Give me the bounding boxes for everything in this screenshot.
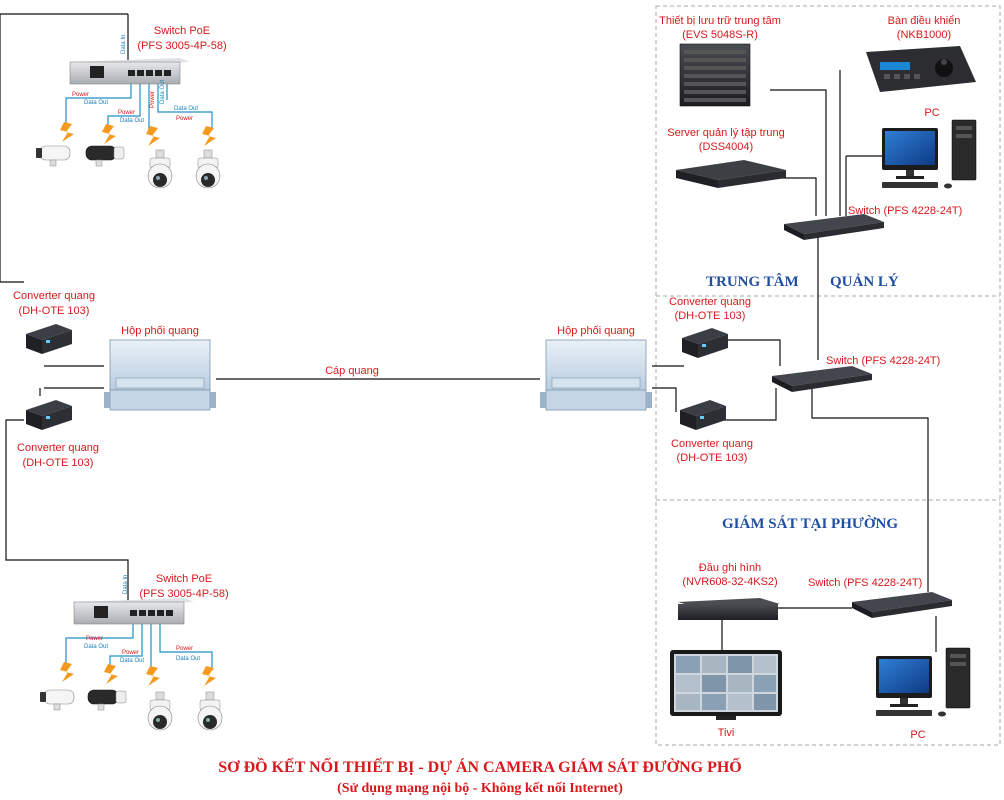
odf-left-label: Hộp phối quang xyxy=(121,325,199,337)
port-label-power: Power xyxy=(72,92,89,98)
nvr-model: (NVR608-32-4KS2) xyxy=(682,576,777,588)
connection-lines xyxy=(0,13,937,652)
keyboard-model: (NKB1000) xyxy=(897,29,951,41)
nvr-device xyxy=(678,598,780,620)
bullet-camera xyxy=(35,145,71,167)
port-label-data-out: Data Out xyxy=(174,106,198,112)
converter-left-top-label: Converter quang xyxy=(13,290,95,302)
port-label-data-out: Data Out xyxy=(176,656,200,662)
poe-top-cables xyxy=(65,84,213,130)
ptz-camera xyxy=(147,149,173,189)
section-center-left: TRUNG TÂM xyxy=(706,273,799,290)
poe-bottom-port-labels: Data In Power Data Out Power Data Out Po… xyxy=(84,575,200,664)
switch-mid xyxy=(772,366,872,392)
storage-model: (EVS 5048S-R) xyxy=(682,29,758,41)
switch-center xyxy=(784,214,884,240)
switch-poe-top-label: Switch PoE xyxy=(154,25,210,37)
section-center-right: QUẢN LÝ xyxy=(830,273,899,290)
server-device xyxy=(676,160,786,188)
storage-device xyxy=(679,43,751,107)
section-ward: GIÁM SÁT TẠI PHƯỜNG xyxy=(722,515,898,532)
port-label-data-out: Data Out xyxy=(120,658,144,664)
converter-right-top xyxy=(682,328,728,358)
port-label-power: Power xyxy=(118,110,135,116)
port-label-power: Power xyxy=(122,650,139,656)
fiber-label: Cáp quang xyxy=(325,365,379,377)
converter-left-bottom-label: Converter quang xyxy=(17,442,99,454)
port-label-data-out: Data Out xyxy=(160,80,166,104)
tv-monitor xyxy=(670,650,782,720)
poe-switch-top xyxy=(69,58,190,85)
poe-switch-bottom xyxy=(73,598,194,625)
switch-ward-label: Switch (PFS 4228-24T) xyxy=(808,577,922,589)
storage-label: Thiết bị lưu trữ trung tâm xyxy=(659,15,781,27)
odf-left xyxy=(103,339,217,411)
converter-right-top-label: Converter quang xyxy=(669,296,751,308)
poe-bottom-cables xyxy=(65,624,213,670)
region-borders xyxy=(655,5,1001,746)
ptz-camera xyxy=(195,149,221,189)
port-label-power: Power xyxy=(150,91,156,108)
keyboard-label: Bàn điều khiển xyxy=(888,15,961,27)
pc-top xyxy=(881,119,977,189)
switch-ward xyxy=(852,592,952,618)
port-label-power: Power xyxy=(86,636,103,642)
converter-right-bottom-label: Converter quang xyxy=(671,438,753,450)
port-label-data-out: Data Out xyxy=(84,100,108,106)
odf-right xyxy=(539,339,653,411)
poe-top-port-labels: Data In Power Data Out Power Data Out Da… xyxy=(72,35,198,124)
switch-center-label: Switch (PFS 4228-24T) xyxy=(848,205,962,217)
converter-right-top-model: (DH-OTE 103) xyxy=(675,310,746,322)
switch-mid-label: Switch (PFS 4228-24T) xyxy=(826,355,940,367)
switch-poe-top-model: (PFS 3005-4P-58) xyxy=(137,40,226,52)
port-label-data-in: Data In xyxy=(123,575,129,594)
diagram-subtitle: (Sử dụng mạng nội bộ - Không kết nối Int… xyxy=(337,781,623,796)
nvr-label: Đầu ghi hình xyxy=(699,562,761,574)
switch-poe-bottom-label: Switch PoE xyxy=(156,573,212,585)
bullet-camera xyxy=(39,689,75,711)
converter-right-bottom-model: (DH-OTE 103) xyxy=(677,452,748,464)
control-keyboard xyxy=(866,46,976,92)
converter-left-top-model: (DH-OTE 103) xyxy=(19,305,90,317)
ptz-camera xyxy=(147,691,173,731)
converter-left-bottom-model: (DH-OTE 103) xyxy=(23,457,94,469)
bullet-camera xyxy=(87,689,127,711)
pc-top-label: PC xyxy=(924,107,939,119)
pc-bottom xyxy=(875,647,971,717)
port-label-data-in: Data In xyxy=(121,35,127,54)
tivi-label: Tivi xyxy=(718,727,735,739)
server-label: Server quản lý tập trung xyxy=(667,127,784,139)
pc-bottom-label: PC xyxy=(910,729,925,741)
diagram-title: SƠ ĐỒ KẾT NỐI THIẾT BỊ - DỰ ÁN CAMERA GI… xyxy=(218,756,741,776)
ptz-camera xyxy=(197,691,223,731)
power-bolts-top xyxy=(60,122,216,146)
odf-right-label: Hộp phối quang xyxy=(557,325,635,337)
port-label-power: Power xyxy=(176,116,193,122)
switch-poe-bottom-model: (PFS 3005-4P-58) xyxy=(139,588,228,600)
power-bolts-bottom xyxy=(60,662,216,686)
port-label-power: Power xyxy=(176,646,193,652)
port-label-data-out: Data Out xyxy=(120,118,144,124)
server-model: (DSS4004) xyxy=(699,141,753,153)
port-label-data-out: Data Out xyxy=(84,644,108,650)
bullet-camera xyxy=(85,145,125,167)
converter-left-top xyxy=(26,324,72,354)
converter-left-bottom xyxy=(26,400,72,430)
converter-right-bottom xyxy=(680,400,726,430)
